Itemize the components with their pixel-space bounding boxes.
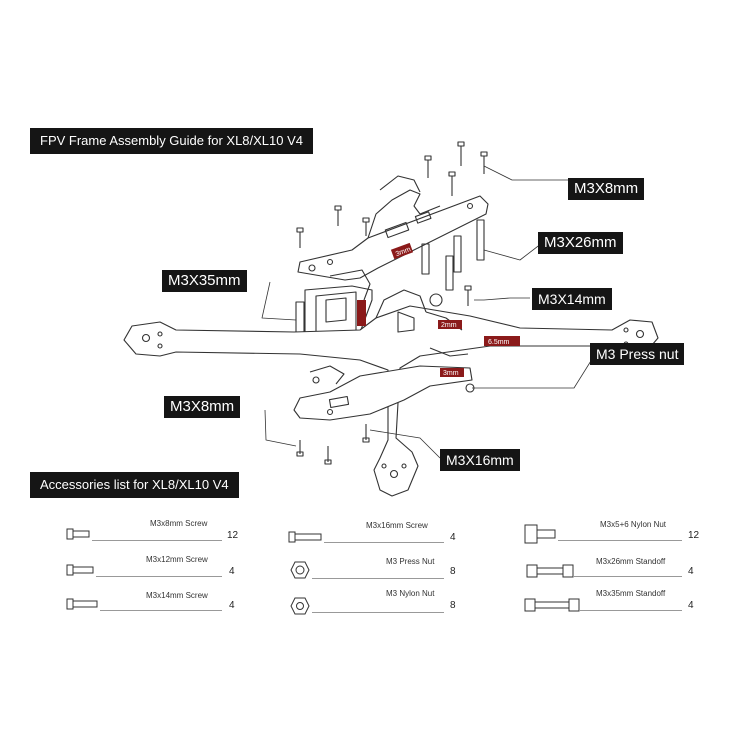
accessory-qty-7: 12 (688, 530, 700, 541)
dim-mark-4: 3mm (443, 370, 459, 377)
top-plate (297, 175, 489, 281)
bottom-plate (293, 365, 473, 421)
accessory-name-8: M3x26mm Standoff (596, 557, 666, 566)
nylon-nut-icon (290, 597, 310, 615)
screw-medium-icon (66, 564, 94, 576)
callout-m3x16: M3X16mm (440, 449, 520, 471)
accessory-qty-3: 4 (229, 600, 235, 611)
accessory-qty-6: 8 (450, 600, 456, 611)
accessory-qty-2: 4 (229, 566, 235, 577)
accessory-name-5: M3 Press Nut (386, 557, 435, 566)
dim-mark-3: 6.5mm (488, 339, 510, 346)
accessory-name-2: M3x12mm Screw (146, 555, 208, 564)
callout-m3-press-nut: M3 Press nut (590, 343, 685, 365)
screw-long-icon (66, 598, 98, 610)
dim-mark-2: 2mm (441, 322, 457, 329)
dim-mark-1: 3mm (395, 246, 412, 258)
callout-m3x8-bottom: M3X8mm (164, 396, 241, 418)
standoff-35-icon (524, 598, 580, 612)
accessory-name-1: M3x8mm Screw (150, 519, 208, 528)
guide-title: FPV Frame Assembly Guide for XL8/XL10 V4 (30, 128, 314, 154)
callout-m3x14: M3X14mm (532, 288, 612, 310)
callout-m3x35: M3X35mm (162, 270, 247, 292)
screw-short-icon (66, 528, 90, 540)
accessory-qty-8: 4 (688, 566, 694, 577)
screw-16-icon (288, 531, 322, 543)
nylon-standoff-icon (524, 524, 556, 544)
accessory-qty-5: 8 (450, 566, 456, 577)
screws (296, 141, 488, 465)
callout-m3x8-top: M3X8mm (568, 178, 645, 200)
accessory-qty-1: 12 (227, 530, 239, 541)
callout-m3x26: M3X26mm (538, 232, 623, 254)
accessory-name-6: M3 Nylon Nut (386, 589, 435, 598)
accessories-title: Accessories list for XL8/XL10 V4 (30, 472, 239, 498)
accessory-name-3: M3x14mm Screw (146, 591, 208, 600)
standoff-26-icon (526, 564, 574, 578)
accessory-name-7: M3x5+6 Nylon Nut (600, 520, 667, 529)
accessory-qty-9: 4 (688, 600, 694, 611)
accessory-name-4: M3x16mm Screw (366, 521, 428, 530)
accessory-name-9: M3x35mm Standoff (596, 589, 666, 598)
leader-lines (261, 165, 595, 459)
press-nut-icon (290, 561, 310, 579)
accessory-qty-4: 4 (450, 532, 456, 543)
